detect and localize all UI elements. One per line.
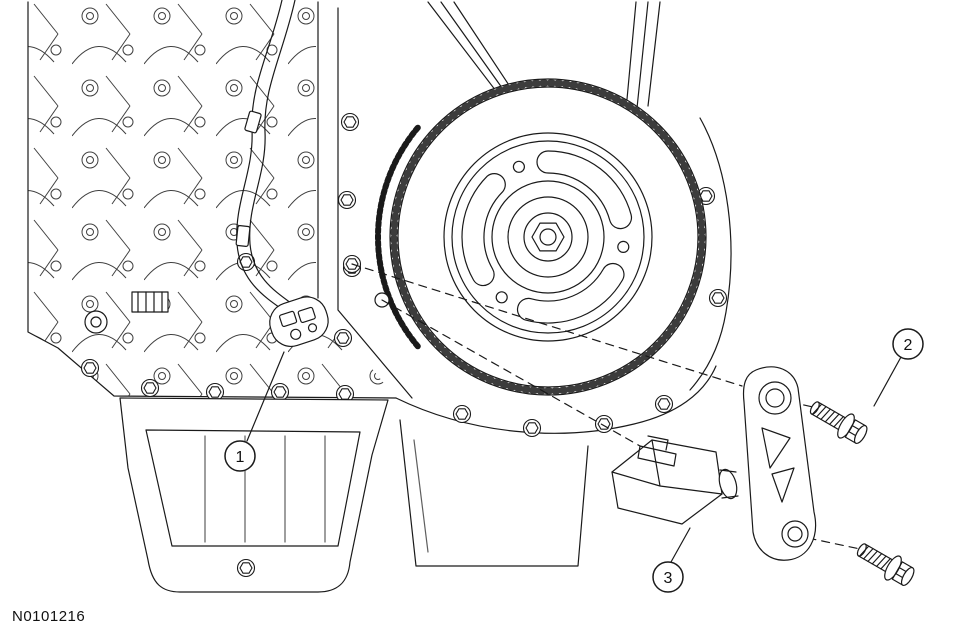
callout-1: 1 [224,351,285,472]
bracket-bolt-upper [804,394,872,449]
sensor-bracket [742,366,817,561]
harness-clip [235,225,251,247]
lower-splash-panel [399,419,589,567]
crankshaft-position-sensor [611,435,739,525]
crankshaft-pulley [389,78,707,396]
trigger-ring [375,124,421,350]
callout-2-number: 2 [904,337,913,354]
sensor-harness-connector [269,296,329,347]
crankshaft-bolt-hex [531,222,565,252]
callout-2: 2 [873,328,924,407]
callout-3: 3 [652,527,691,593]
callout-1-number: 1 [236,449,245,466]
wiring-harness [235,0,296,313]
bracket-bolt-lower [851,536,919,591]
callout-3-number: 3 [664,570,673,587]
oil-pan [119,397,389,593]
figure-id-label: N0101216 [12,608,85,625]
harness-clip [244,110,262,134]
finned-bracket [131,291,169,313]
front-cover [317,1,732,438]
